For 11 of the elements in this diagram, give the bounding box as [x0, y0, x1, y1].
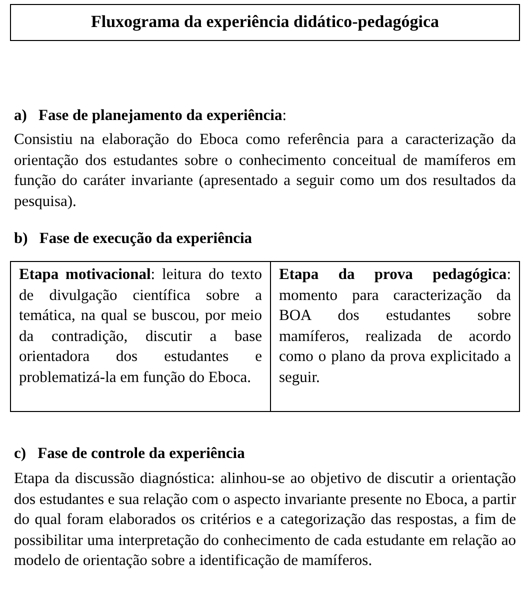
section-heading: b) Fase de execução da experiência [14, 229, 252, 249]
stage-cell [10, 261, 271, 412]
stage-description: Etapa motivacional: leitura do texto de divulgação científica sobre a temática, na qual se buscou, por meio da contradição, discutir a base orientadora dos estudantes e problematizá-la em função do Eboca. [19, 265, 262, 388]
section-heading: a) Fase de planejamento da experiência: [14, 106, 287, 126]
section-heading: c) Fase de controle da experiência [14, 444, 245, 464]
title-box [10, 4, 520, 41]
stage-cell [270, 261, 520, 412]
stage-description: Etapa da prova pedagógica: momento para caracterização da BOA dos estudantes sobre mamíferos, realizada de acordo como o plano da prova explicitado a seguir. [279, 265, 511, 388]
section-paragraph: Consistiu na elaboração do Eboca como referência para a caracterização da orientação dos estudantes sobre o conhecimento conceitual de mamíferos em função do caráter invariante (apresentado a seguir como um dos resultados da pesquisa). [14, 130, 516, 212]
heading-label: Fluxograma da experiência didático-pedagógica [90, 12, 440, 32]
section-paragraph: Etapa da discussão diagnóstica: alinhou-se ao objetivo de discutir a orientação dos estudantes e sua relação com o aspecto invariante presente no Eboca, a partir do qual foram elaborados os critérios e a categorização das respostas, a fim de possibilitar uma interpretação do conhecimento de cada estudante em relação ao modelo de orientação sobre a identificação de mamíferos. [14, 469, 516, 571]
